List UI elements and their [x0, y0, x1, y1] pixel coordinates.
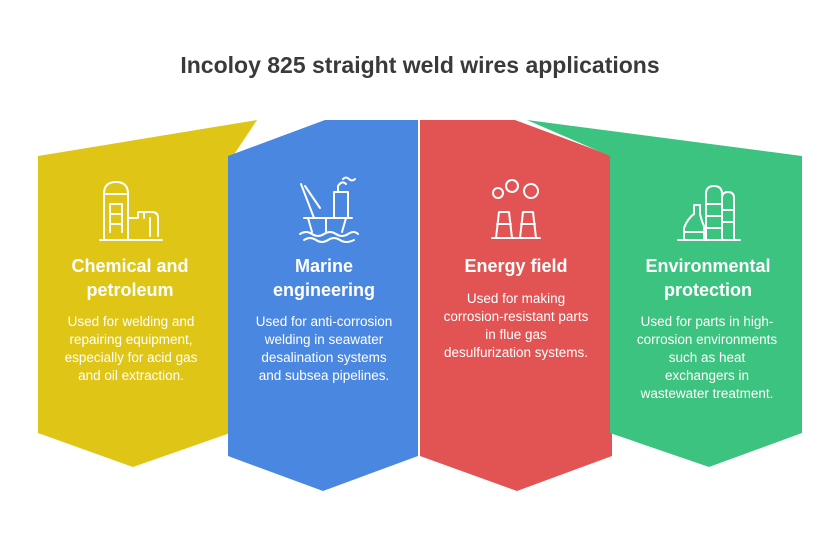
- card-energy: [420, 120, 612, 491]
- card-chemical-heading: Chemical and petroleum: [71, 256, 189, 300]
- smoke-puff-icon: [492, 187, 504, 199]
- card-environmental-description: Used for parts in high-corrosion environ…: [636, 314, 778, 401]
- smoke-puff-icon: [523, 183, 539, 199]
- card-environmental: [527, 120, 802, 467]
- treatment-plant-icon: [677, 185, 741, 241]
- card-chemical: [38, 120, 257, 467]
- card-chemical-shape: [38, 120, 257, 467]
- chemical-tank-icon: [99, 181, 163, 241]
- card-marine: [228, 120, 418, 491]
- card-energy-description: Used for making corrosion-resistant part…: [443, 291, 589, 360]
- card-chemical-description: Used for welding and repairing equipment…: [64, 314, 198, 383]
- card-marine-shape: [228, 120, 418, 491]
- card-marine-heading: Marine engineering: [272, 256, 375, 300]
- page-title: Incoloy 825 straight weld wires applicat…: [180, 52, 660, 78]
- card-marine-description: Used for anti-corrosion welding in seawa…: [255, 314, 393, 383]
- card-environmental-heading: Environmental protection: [645, 256, 771, 300]
- smoke-puff-icon: [505, 179, 519, 193]
- smokestack-icon: [491, 211, 541, 239]
- offshore-platform-icon: [299, 176, 359, 243]
- card-energy-shape: [420, 120, 612, 491]
- card-energy-heading: Energy field: [464, 256, 568, 276]
